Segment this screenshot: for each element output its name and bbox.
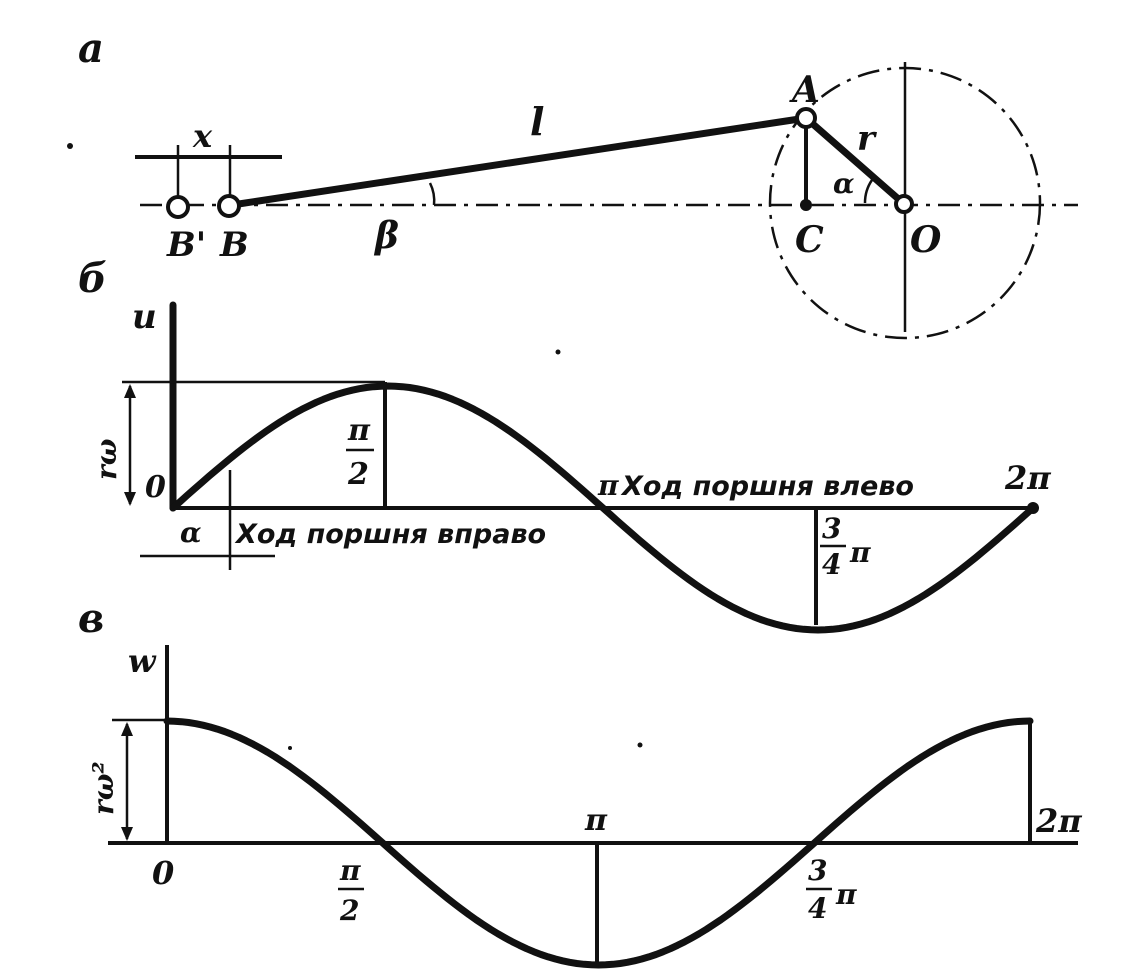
joint-o <box>894 194 914 214</box>
speck <box>67 143 73 149</box>
x-label: x <box>192 117 213 155</box>
connecting-rod <box>228 114 810 209</box>
c-amplitude-arrowhead-bottom <box>121 827 133 841</box>
c-two-pi-label: 2π <box>1035 802 1082 840</box>
u-axis-label: u <box>132 297 157 337</box>
point-a-label: A <box>789 69 820 111</box>
stroke-left-caption: Ход поршня влево <box>620 471 914 502</box>
point-b-prime-label: B' <box>166 225 206 265</box>
point-o-label: O <box>910 219 942 261</box>
c-three-quarter-pi: π <box>835 878 857 911</box>
c-half-pi-den: 2 <box>339 894 359 927</box>
speck <box>555 349 561 355</box>
c-amplitude-arrowhead-top <box>121 722 133 736</box>
alpha-arc-crank <box>863 179 874 204</box>
panel-c-label: в <box>78 595 104 642</box>
point-c-label: C <box>795 219 824 261</box>
alpha-label-crank: α <box>833 167 855 200</box>
b-two-pi-label: 2π <box>1004 459 1051 497</box>
panel-a-label: а <box>78 25 104 72</box>
crank-r-label: r <box>857 119 877 159</box>
joint-b-prime <box>166 195 190 219</box>
b-amplitude-arrowhead-top <box>124 384 136 398</box>
b-end-dot <box>1027 502 1039 514</box>
c-three-quarter-den: 4 <box>808 892 827 925</box>
beta-label: β <box>373 215 399 257</box>
b-amplitude-arrowhead-bottom <box>124 492 136 506</box>
stroke-right-caption: Ход поршня вправо <box>234 519 546 550</box>
b-origin-label: 0 <box>145 470 166 505</box>
c-half-pi-num: π <box>339 854 361 887</box>
w-axis-label: w <box>128 642 157 680</box>
rod-l-label: l <box>530 99 544 144</box>
speck <box>288 746 292 750</box>
panel-b-label: б <box>78 255 107 302</box>
point-c-dot <box>800 199 812 211</box>
c-three-quarter-num: 3 <box>808 854 827 887</box>
b-alpha-label: α <box>180 516 202 549</box>
b-three-quarter-num: 3 <box>822 512 841 545</box>
b-half-pi-num: π <box>347 413 371 448</box>
b-three-quarter-pi: π <box>849 536 871 569</box>
c-origin-label: 0 <box>152 854 174 892</box>
point-b-label: B <box>219 225 249 265</box>
b-three-quarter-den: 4 <box>822 548 841 581</box>
b-amplitude-label: rω <box>90 438 123 480</box>
joint-b <box>217 194 241 218</box>
b-pi-label: π <box>597 469 619 502</box>
joint-a <box>795 107 817 129</box>
crank-arm <box>802 114 907 207</box>
c-pi-label: π <box>584 803 608 838</box>
velocity-curve <box>169 382 1037 634</box>
speck <box>637 742 643 748</box>
b-half-pi-den: 2 <box>347 457 369 492</box>
c-amplitude-label: rω² <box>87 761 120 815</box>
beta-arc <box>428 182 436 206</box>
